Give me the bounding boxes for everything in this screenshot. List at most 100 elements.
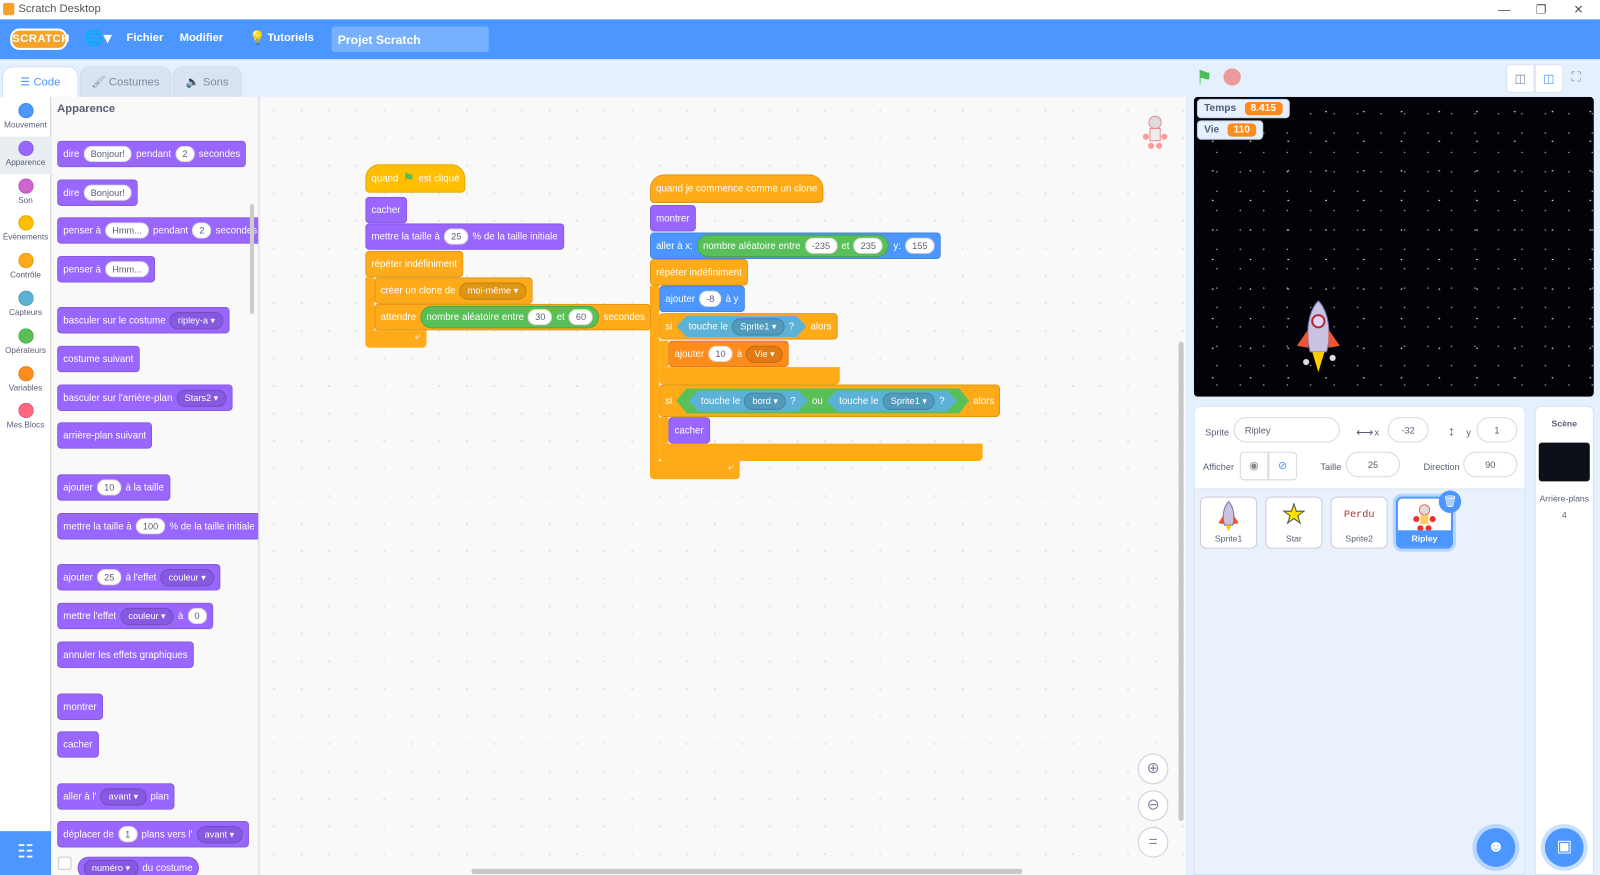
sprite-name-input[interactable] xyxy=(1233,417,1340,443)
zoom-out-button[interactable]: ⊖ xyxy=(1137,790,1169,821)
block-dropdown[interactable]: bord ▾ xyxy=(744,392,786,409)
category-variables[interactable]: Variables xyxy=(0,362,51,400)
code-block[interactable]: répéter indéfiniment xyxy=(365,250,464,278)
category-mouvement[interactable]: Mouvement xyxy=(0,99,51,137)
category-opérateurs[interactable]: Opérateurs xyxy=(0,324,51,362)
project-title-input[interactable]: Projet Scratch xyxy=(331,26,489,53)
x-input[interactable] xyxy=(1387,417,1429,443)
category-événements[interactable]: Événements xyxy=(0,211,51,249)
block-dropdown[interactable]: Sprite1 ▾ xyxy=(732,318,785,335)
code-block[interactable]: cacher xyxy=(57,731,99,758)
block-input[interactable]: 2 xyxy=(192,222,212,239)
stop-button[interactable] xyxy=(1223,68,1241,86)
choose-backdrop-button[interactable]: ▣ xyxy=(1544,828,1584,867)
workspace-vertical-scrollbar[interactable] xyxy=(1178,341,1184,821)
block-input[interactable]: 25 xyxy=(443,228,469,245)
block-input[interactable]: 100 xyxy=(135,518,166,535)
hide-eye-button[interactable]: ⊘ xyxy=(1268,451,1297,481)
code-block[interactable]: numéro ▾du costume xyxy=(77,856,199,875)
code-block[interactable]: montrer xyxy=(649,204,696,232)
code-block[interactable]: arrière-plan suivant xyxy=(57,422,153,449)
normal-stage-button[interactable]: ◫ xyxy=(1534,64,1564,93)
code-block[interactable]: annuler les effets graphiques xyxy=(57,641,194,668)
category-capteurs[interactable]: Capteurs xyxy=(0,287,51,325)
globe-icon[interactable]: 🌐▾ xyxy=(84,29,112,47)
stage-selector[interactable]: Scène Arrière-plans 4 xyxy=(1534,405,1594,875)
category-contrôle[interactable]: Contrôle xyxy=(0,249,51,287)
tab-code[interactable]: ☰ Code xyxy=(2,66,79,97)
code-block[interactable]: costume suivant xyxy=(57,345,140,373)
choose-sprite-button[interactable]: ☻ xyxy=(1476,828,1516,867)
block-dropdown[interactable]: couleur ▾ xyxy=(160,568,215,586)
block-input[interactable]: Hmm... xyxy=(105,222,149,239)
category-son[interactable]: Son xyxy=(0,174,51,212)
restore-button[interactable]: ❐ xyxy=(1535,2,1547,17)
block-input[interactable]: 30 xyxy=(528,308,553,326)
block-input[interactable]: 60 xyxy=(568,308,594,326)
code-block[interactable]: quand je commence comme un clone xyxy=(649,174,824,203)
block-dropdown[interactable]: moi-même ▾ xyxy=(459,281,527,300)
block-input[interactable]: Hmm... xyxy=(105,261,149,278)
monitor-checkbox[interactable] xyxy=(58,856,72,870)
menu-file[interactable]: Fichier xyxy=(126,31,164,44)
block-input[interactable]: -8 xyxy=(699,290,722,307)
code-block[interactable]: cacher xyxy=(668,417,710,444)
code-block[interactable]: quand⚑est cliqué xyxy=(365,164,466,193)
block-input[interactable]: Bonjour! xyxy=(83,145,133,163)
zoom-reset-button[interactable]: = xyxy=(1137,827,1169,858)
sprite-tile-star[interactable]: ★ Star xyxy=(1265,496,1323,549)
code-block[interactable]: montrer xyxy=(57,693,103,720)
block-input[interactable]: -235 xyxy=(804,237,838,254)
block-dropdown[interactable]: Sprite1 ▾ xyxy=(883,392,936,409)
tab-sounds[interactable]: 🔈 Sons xyxy=(172,66,242,97)
sprite-tile-sprite2[interactable]: Perdu Sprite2 xyxy=(1330,496,1388,549)
add-extension-button[interactable]: ☷ xyxy=(0,831,52,875)
show-eye-button[interactable]: ◉ xyxy=(1239,451,1269,481)
block-input[interactable]: Bonjour! xyxy=(83,184,133,201)
menu-edit[interactable]: Modifier xyxy=(179,31,224,44)
block-input[interactable]: 10 xyxy=(97,479,122,496)
code-block[interactable]: répéter indéfiniment xyxy=(649,259,748,286)
block-dropdown[interactable]: numéro ▾ xyxy=(83,859,139,875)
category-apparence[interactable]: Apparence xyxy=(0,136,52,175)
block-input[interactable]: 25 xyxy=(97,569,122,586)
block-input[interactable]: 2 xyxy=(175,145,195,163)
small-stage-button[interactable]: ◫ xyxy=(1506,64,1535,93)
close-button[interactable]: ✕ xyxy=(1573,2,1584,17)
fullscreen-button[interactable]: ⛶ xyxy=(1571,69,1581,85)
block-dropdown[interactable]: avant ▾ xyxy=(196,825,243,843)
y-input[interactable] xyxy=(1476,417,1518,443)
delete-sprite-button[interactable]: 🗑 xyxy=(1438,490,1462,513)
block-dropdown[interactable]: couleur ▾ xyxy=(120,607,174,625)
scratch-logo[interactable]: SCRATCH xyxy=(10,28,69,50)
block-input[interactable]: 10 xyxy=(708,345,733,363)
block-input[interactable]: 155 xyxy=(904,237,935,254)
code-block[interactable]: cacher xyxy=(365,196,407,224)
code-block[interactable]: aller à l'avant ▾plan xyxy=(57,783,175,810)
block-input[interactable]: 0 xyxy=(187,607,207,625)
direction-input[interactable] xyxy=(1463,451,1518,478)
